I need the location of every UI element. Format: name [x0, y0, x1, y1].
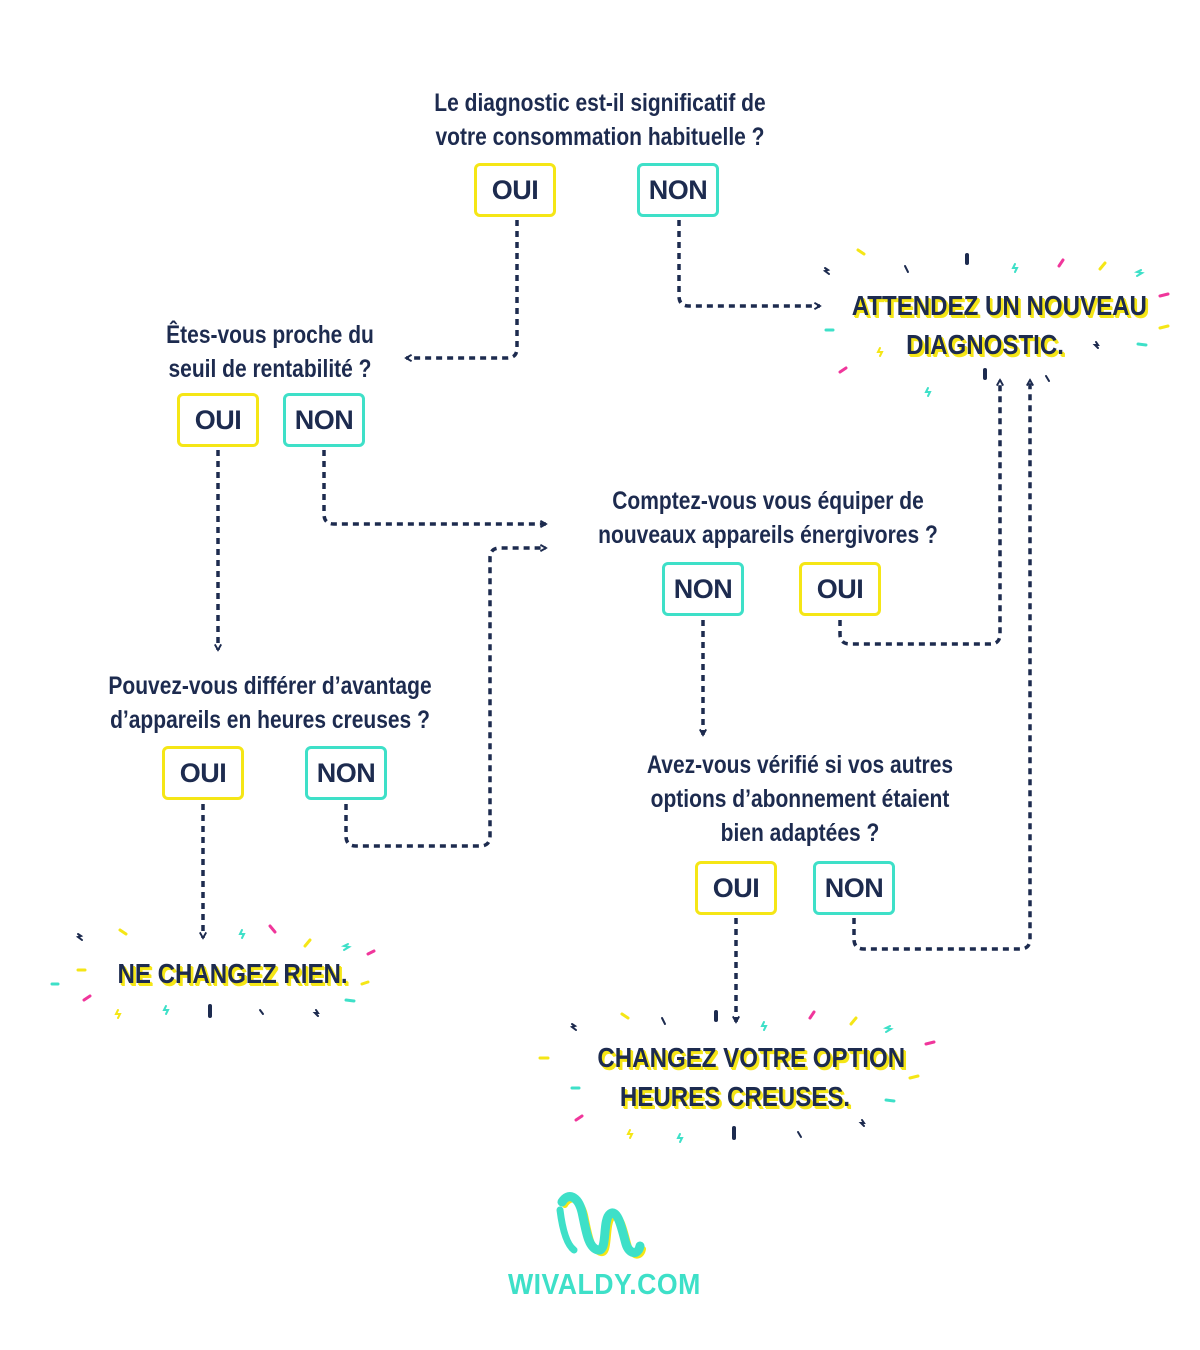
outcome-line: ATTENDEZ UN NOUVEAU — [851, 290, 1147, 321]
outcome-change-off-peak-option: CHANGEZ VOTRE OPTION HEURES CREUSES. — [597, 1038, 906, 1116]
outcome-line: NE CHANGEZ RIEN. — [117, 958, 348, 989]
question-line: Avez-vous vérifié si vos autres — [646, 751, 954, 779]
question-line: options d’abonnement étaient — [650, 785, 950, 813]
q4-no-box: NON — [662, 562, 744, 616]
q5-yes-box: OUI — [695, 861, 777, 915]
question-line: Pouvez-vous différer d’avantage — [108, 672, 432, 700]
outcome-line: CHANGEZ VOTRE OPTION — [597, 1042, 906, 1073]
question-line: Comptez-vous vous équiper de — [612, 487, 924, 515]
q3-yes-box: OUI — [162, 746, 244, 800]
question-line: Le diagnostic est-il significatif de — [434, 89, 766, 117]
arrow-q1-no-to-wait — [677, 220, 820, 306]
q2-no-box: NON — [283, 393, 365, 447]
question-subscription-options: Avez-vous vérifié si vos autres options … — [598, 748, 1001, 850]
brand-name[interactable]: WIVALDY.COM — [508, 1269, 701, 1301]
q4-yes-box: OUI — [799, 562, 881, 616]
q1-yes-box: OUI — [474, 163, 556, 217]
question-break-even: Êtes-vous proche du seuil de rentabilité… — [144, 318, 396, 386]
confetti-change — [538, 1010, 936, 1143]
arrow-q4-yes-to-wait — [838, 380, 1000, 646]
brand-footer: WIVALDY.COM — [500, 1190, 700, 1302]
question-diagnostic-significance: Le diagnostic est-il significatif de vot… — [390, 86, 810, 154]
confetti-nothing — [50, 924, 376, 1019]
q5-no-box: NON — [813, 861, 895, 915]
question-line: votre consommation habituelle ? — [435, 123, 765, 151]
question-line: nouveaux appareils énergivores ? — [598, 521, 938, 549]
arrow-q1-yes-to-q2 — [406, 220, 519, 358]
arrow-q2-no-to-q4 — [322, 450, 546, 524]
question-line: bien adaptées ? — [720, 819, 880, 847]
wivaldy-logo-icon — [556, 1192, 646, 1259]
outcome-change-nothing: NE CHANGEZ RIEN. — [117, 954, 348, 993]
question-new-appliances: Comptez-vous vous équiper de nouveaux ap… — [558, 484, 978, 552]
question-line: d’appareils en heures creuses ? — [110, 706, 430, 734]
arrow-q5-no-to-wait — [852, 380, 1030, 951]
confetti-wait — [822, 248, 1170, 397]
outcome-line: DIAGNOSTIC. — [906, 329, 1064, 360]
q2-yes-box: OUI — [177, 393, 259, 447]
q3-no-box: NON — [305, 746, 387, 800]
question-line: seuil de rentabilité ? — [168, 355, 372, 383]
arrow-q3-no-to-q4 — [344, 548, 546, 848]
outcome-wait-new-diagnostic: ATTENDEZ UN NOUVEAU DIAGNOSTIC. — [851, 286, 1147, 364]
question-shift-appliances: Pouvez-vous différer d’avantage d’appare… — [68, 669, 471, 737]
q1-no-box: NON — [637, 163, 719, 217]
outcome-line: HEURES CREUSES. — [619, 1081, 851, 1112]
question-line: Êtes-vous proche du — [166, 321, 374, 349]
